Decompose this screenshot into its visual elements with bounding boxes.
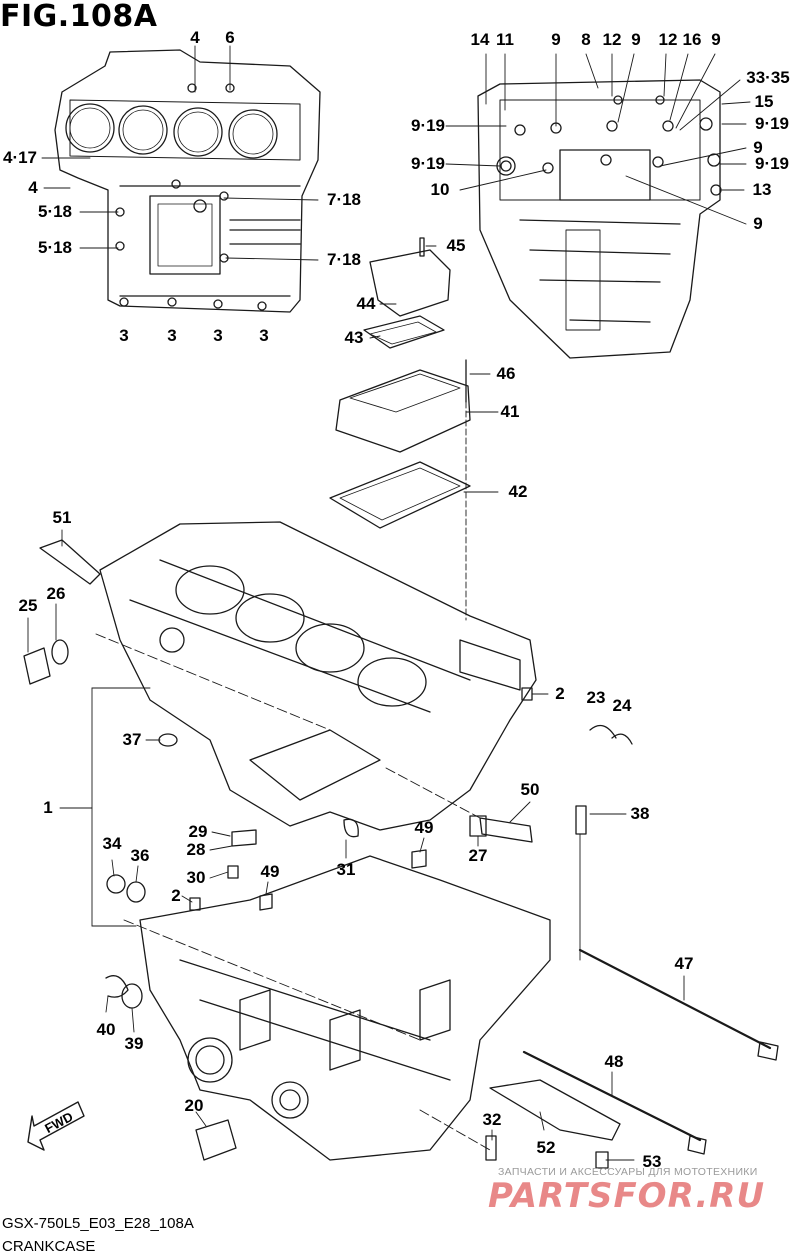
callout-label: 23 [586, 688, 606, 707]
callout-label: 16 [682, 30, 702, 49]
small-parts [23, 539, 779, 1169]
callout-label: 4 [28, 178, 38, 197]
callout-label: 3 [167, 326, 177, 345]
callout-label: 9 [753, 214, 763, 233]
callout-label: 4·17 [2, 148, 38, 167]
callout-label: 9·19 [410, 154, 446, 173]
callout-label: 46 [496, 364, 516, 383]
callout-label: 7·18 [326, 190, 362, 209]
callout-label: 5·18 [37, 202, 73, 221]
callout-label: 53 [642, 1152, 662, 1171]
callout-label: 50 [520, 780, 540, 799]
watermark-logo: PARTSFOR.RU [488, 1176, 766, 1216]
callout-label: 9 [551, 30, 561, 49]
callout-label: 49 [260, 862, 280, 881]
callout-label: 49 [414, 818, 434, 837]
callout-label: 4 [190, 28, 200, 47]
callout-label: 41 [500, 402, 520, 421]
callout-label: 47 [674, 954, 694, 973]
callout-label: 8 [581, 30, 591, 49]
callout-label: 31 [336, 860, 356, 879]
callout-label: 7·18 [326, 250, 362, 269]
callout-label: 11 [496, 30, 514, 49]
callout-label: 3 [259, 326, 269, 345]
callout-label: 6 [225, 28, 235, 47]
leader-lines [27, 45, 751, 1161]
watermark-tagline: ЗАПЧАСТИ И АКСЕССУАРЫ ДЛЯ МОТОТЕХНИКИ [498, 1166, 758, 1178]
callout-label: 15 [754, 92, 774, 111]
callout-label: 40 [96, 1020, 116, 1039]
callout-label: 29 [188, 822, 208, 841]
callout-label: 9·19 [754, 114, 790, 133]
callout-label: 44 [356, 294, 376, 313]
callout-label: 10 [430, 180, 450, 199]
figure-title: FIG.108A [0, 0, 158, 34]
callout-label: 12 [658, 30, 678, 49]
callout-label: 14 [470, 30, 490, 49]
callout-label: 20 [184, 1096, 204, 1115]
callout-label: 3 [119, 326, 129, 345]
fwd-arrow [27, 1101, 85, 1151]
callout-label: 9·19 [754, 154, 790, 173]
callout-label: 42 [508, 482, 528, 501]
callout-label: 27 [468, 846, 488, 865]
callout-label: 12 [602, 30, 622, 49]
upper-crankcase [99, 521, 537, 831]
callout-label: 48 [604, 1052, 624, 1071]
callout-label: 43 [344, 328, 364, 347]
callout-label: 45 [446, 236, 466, 255]
callout-label: 37 [122, 730, 142, 749]
callout-label: 9·19 [410, 116, 446, 135]
lower-case-bottom-view [477, 79, 722, 359]
callout-label: 25 [18, 596, 38, 615]
callout-label: 38 [630, 804, 650, 823]
callout-label: 24 [612, 696, 632, 715]
breather-cover-group [329, 237, 471, 529]
lower-crankcase [139, 855, 551, 1161]
assembly-name: CRANKCASE [2, 1238, 96, 1255]
diagram-code: GSX-750L5_E03_E28_108A [2, 1215, 194, 1232]
callout-label: 51 [52, 508, 72, 527]
callout-label: 2 [171, 886, 181, 905]
callout-label: 34 [102, 834, 122, 853]
callout-label: 3 [213, 326, 223, 345]
callout-label: 9 [711, 30, 721, 49]
callout-label: 5·18 [37, 238, 73, 257]
callout-label: 28 [186, 840, 206, 859]
upper-case-top-view [54, 49, 321, 313]
callout-label: 26 [46, 584, 66, 603]
callout-label: 2 [555, 684, 565, 703]
callout-label: 36 [130, 846, 150, 865]
callout-label: 33·35 [746, 68, 790, 87]
callout-label: 30 [186, 868, 206, 887]
callout-label: 9 [753, 138, 763, 157]
callout-label: 13 [752, 180, 772, 199]
callout-label: 1 [43, 798, 53, 817]
callout-label: 9 [631, 30, 641, 49]
callout-label: 39 [124, 1034, 144, 1053]
callout-label: 32 [482, 1110, 502, 1129]
callout-label: 52 [536, 1138, 556, 1157]
